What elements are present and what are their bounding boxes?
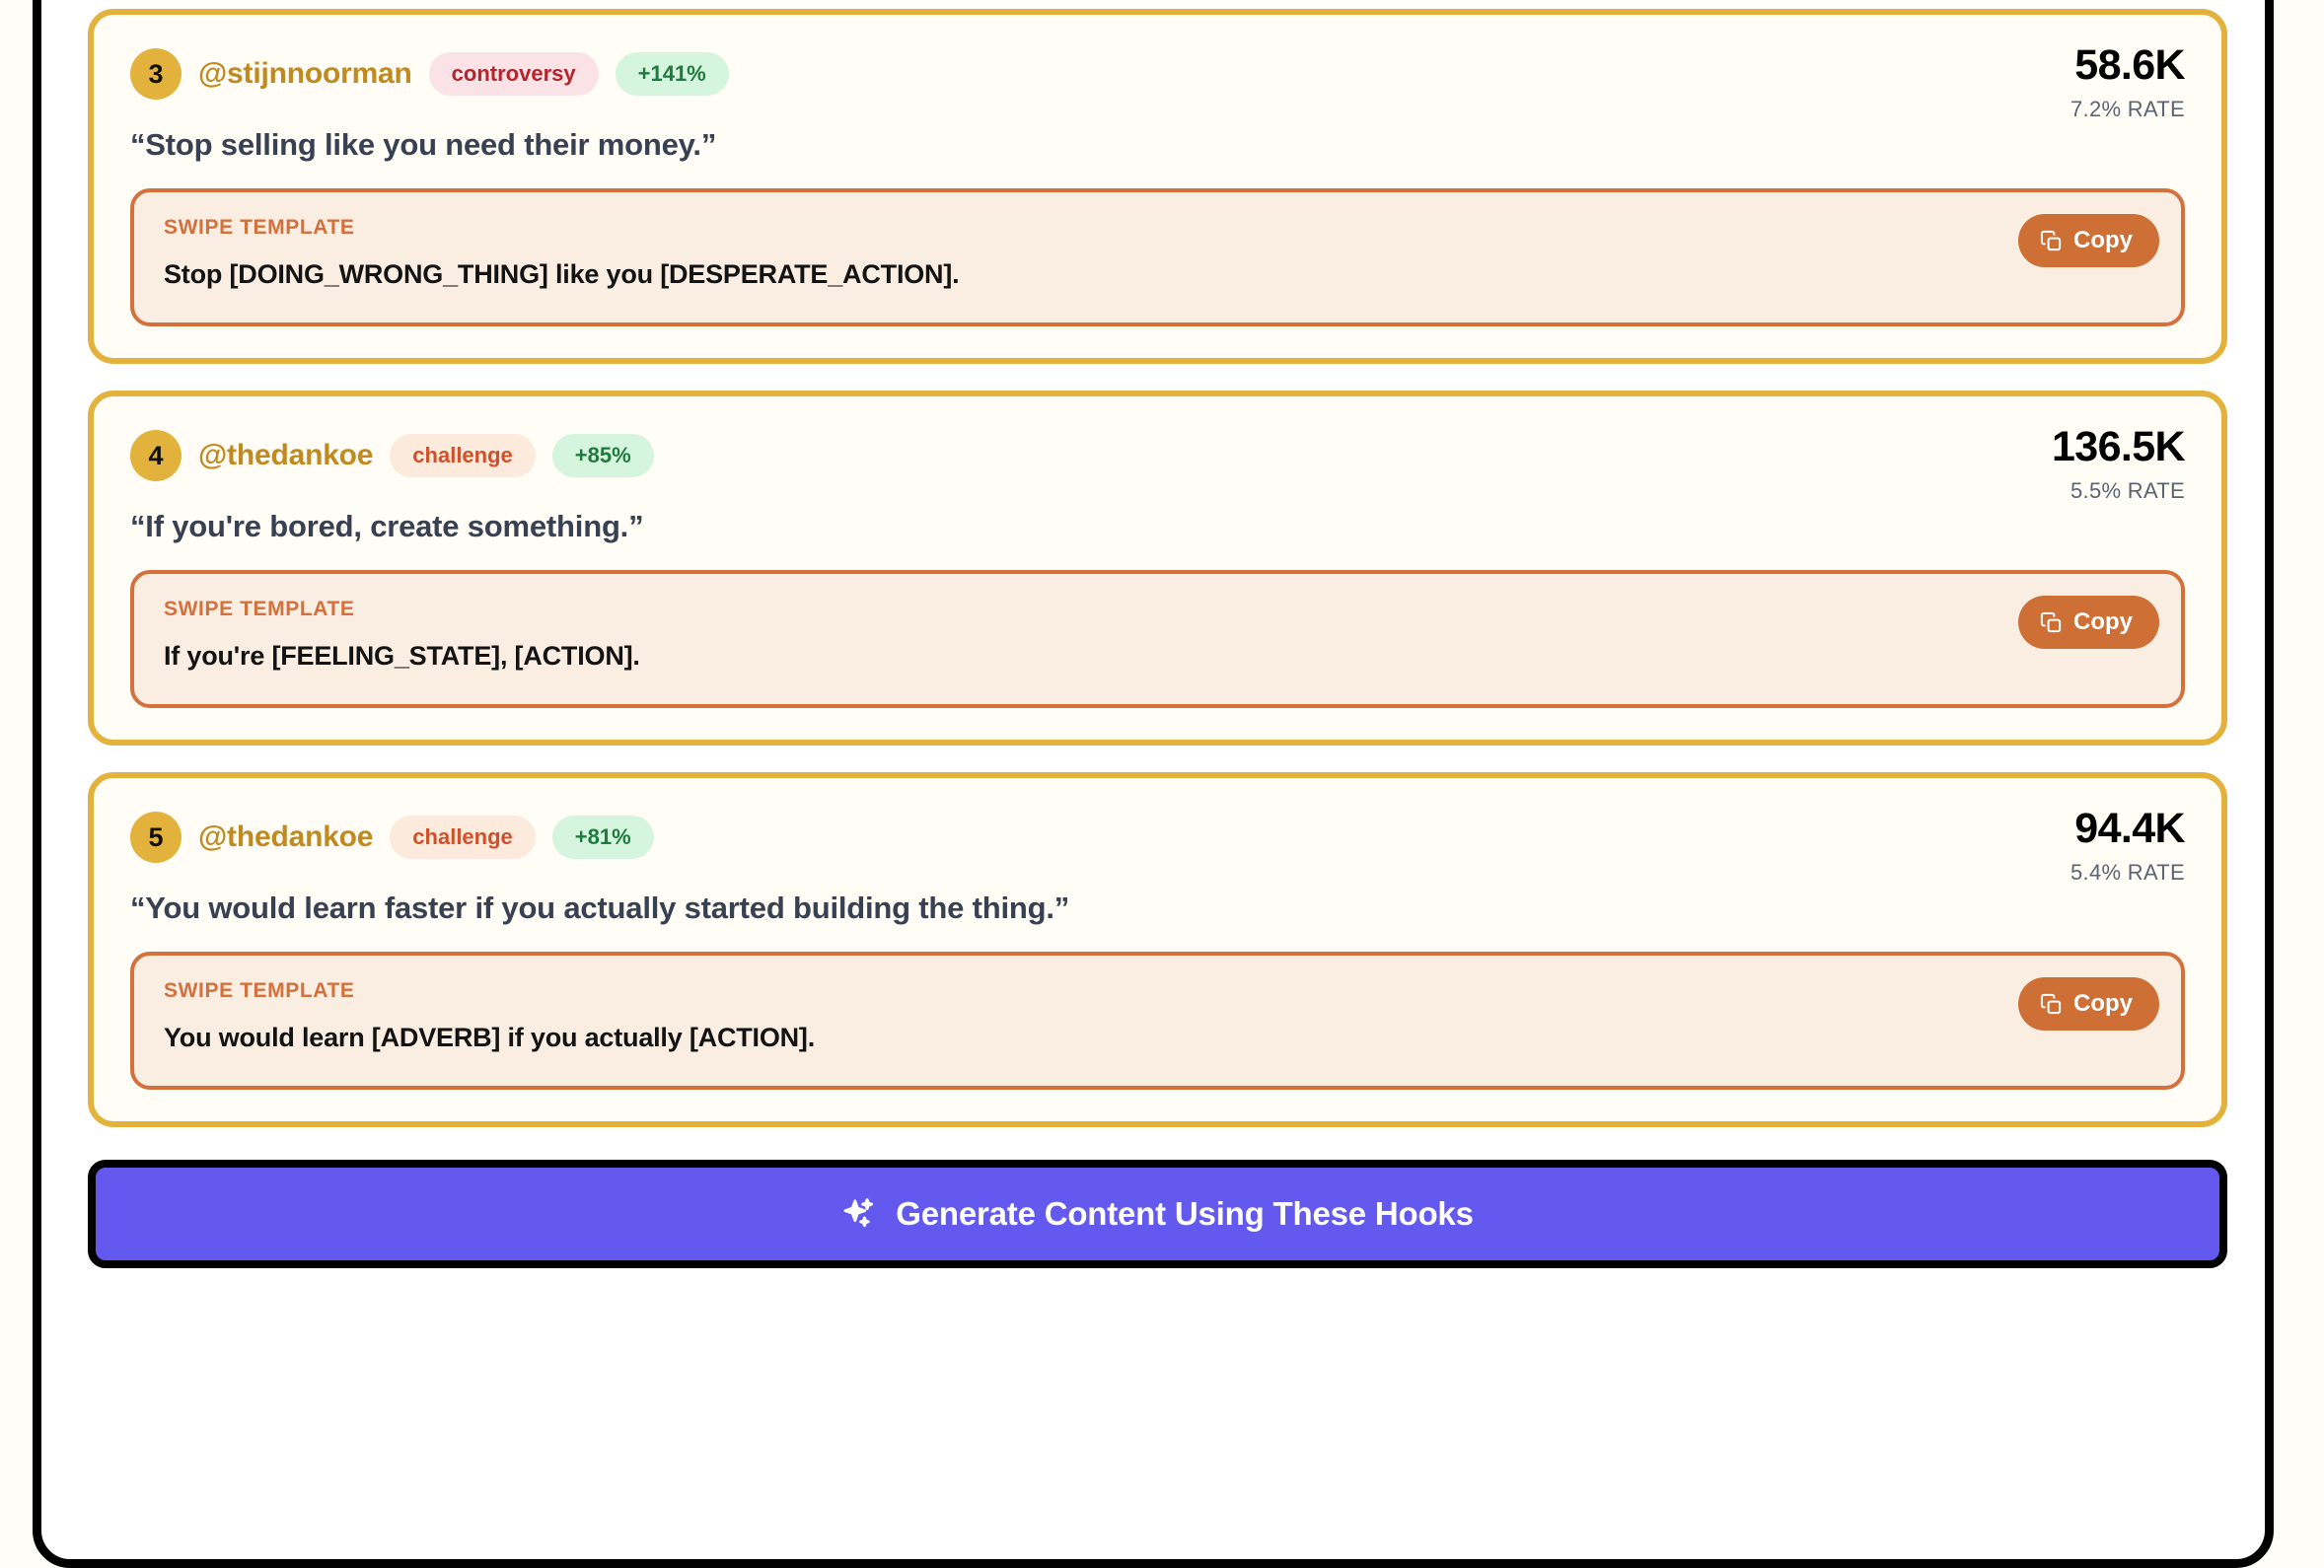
swipe-template-box: SWIPE TEMPLATE You would learn [ADVERB] … <box>130 952 2185 1090</box>
category-badge: controversy <box>428 52 599 96</box>
swipe-template-text: You would learn [ADVERB] if you actually… <box>164 1023 816 1052</box>
engagement-rate: 5.5% RATE <box>2070 478 2185 503</box>
hook-quote: “Stop selling like you need their money.… <box>130 127 717 162</box>
engagement-rate: 5.4% RATE <box>2070 860 2185 885</box>
copy-button-label: Copy <box>2073 227 2133 253</box>
lift-badge: +81% <box>551 816 654 859</box>
hook-card-header: 5 @thedankoe challenge +81% <box>130 812 2185 863</box>
swipe-template-text: If you're [FEELING_STATE], [ACTION]. <box>164 641 640 671</box>
rank-badge: 5 <box>130 812 182 863</box>
hook-list: 3 @stijnnoorman controversy +141% 58.6K … <box>88 9 2227 1466</box>
hook-card-header: 3 @stijnnoorman controversy +141% <box>130 48 2185 100</box>
generate-content-button[interactable]: Generate Content Using These Hooks <box>88 1160 2227 1268</box>
creator-handle[interactable]: @thedankoe <box>198 820 374 853</box>
creator-handle[interactable]: @stijnnoorman <box>198 57 412 90</box>
category-badge: challenge <box>390 434 536 477</box>
generate-content-button-label: Generate Content Using These Hooks <box>896 1195 1474 1232</box>
swipe-template-box: SWIPE TEMPLATE Stop [DOING_WRONG_THING] … <box>130 188 2185 326</box>
copy-button[interactable]: Copy <box>2018 977 2159 1031</box>
hook-stats: 94.4K 5.4% RATE <box>2070 805 2186 886</box>
hook-card[interactable]: 4 @thedankoe challenge +85% 136.5K 5.5% … <box>88 391 2227 746</box>
copy-button[interactable]: Copy <box>2018 596 2159 649</box>
swipe-template-label: SWIPE TEMPLATE <box>164 598 355 620</box>
hook-quote: “If you're bored, create something.” <box>130 509 644 543</box>
views-count: 94.4K <box>2074 805 2185 852</box>
lift-badge: +85% <box>551 434 654 477</box>
hook-stats: 136.5K 5.5% RATE <box>2051 423 2186 504</box>
copy-icon <box>2040 993 2063 1016</box>
engagement-rate: 7.2% RATE <box>2070 97 2185 121</box>
views-count: 136.5K <box>2051 423 2186 470</box>
hook-card-header: 4 @thedankoe challenge +85% <box>130 430 2185 481</box>
rank-badge: 3 <box>130 48 182 100</box>
copy-icon <box>2040 230 2063 252</box>
copy-button[interactable]: Copy <box>2018 214 2159 267</box>
hook-stats: 58.6K 7.2% RATE <box>2070 41 2186 122</box>
rank-badge: 4 <box>130 430 182 481</box>
creator-handle[interactable]: @thedankoe <box>198 439 374 471</box>
sparkles-icon <box>841 1196 877 1232</box>
app-frame: 3 @stijnnoorman controversy +141% 58.6K … <box>33 0 2274 1568</box>
copy-button-label: Copy <box>2073 608 2133 635</box>
views-count: 58.6K <box>2074 41 2185 89</box>
swipe-template-label: SWIPE TEMPLATE <box>164 979 355 1002</box>
copy-button-label: Copy <box>2073 990 2133 1017</box>
hook-card[interactable]: 5 @thedankoe challenge +81% 94.4K 5.4% R… <box>88 772 2227 1127</box>
lift-badge: +141% <box>615 52 729 96</box>
swipe-template-box: SWIPE TEMPLATE If you're [FEELING_STATE]… <box>130 570 2185 708</box>
category-badge: challenge <box>390 816 536 859</box>
swipe-template-label: SWIPE TEMPLATE <box>164 216 355 239</box>
copy-icon <box>2040 611 2063 634</box>
hook-quote: “You would learn faster if you actually … <box>130 891 1070 925</box>
hook-card[interactable]: 3 @stijnnoorman controversy +141% 58.6K … <box>88 9 2227 364</box>
swipe-template-text: Stop [DOING_WRONG_THING] like you [DESPE… <box>164 259 960 289</box>
